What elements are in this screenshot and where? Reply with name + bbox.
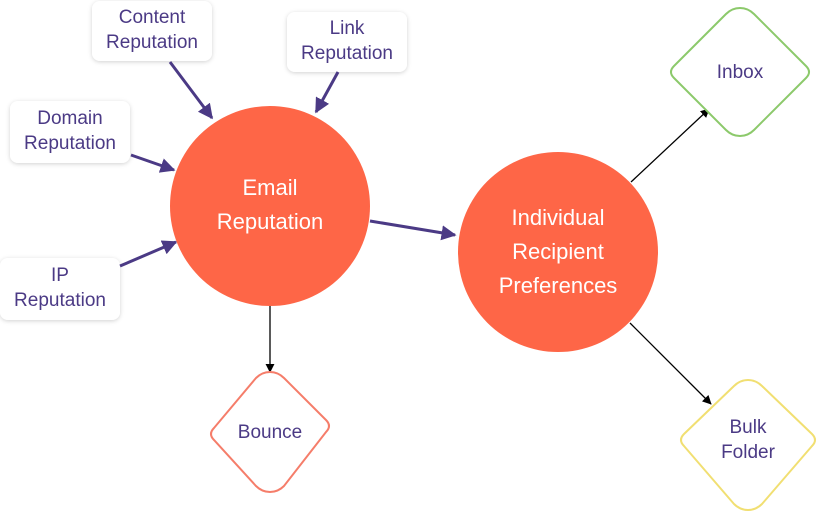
domain-to-email-arrow [130, 153, 176, 173]
domain-reputation-box [10, 101, 130, 163]
individual-preferences-label: Individual Recipient Preferences [498, 204, 618, 299]
bounce-diamond [210, 370, 330, 494]
preferences-to-bulk-arrow [629, 322, 712, 405]
ip-reputation-box [0, 258, 120, 320]
link-reputation-box [287, 12, 407, 72]
ip-to-email-arrow [119, 240, 178, 268]
link-reputation-label: Link Reputation [301, 18, 393, 64]
content-reputation-box [92, 1, 212, 61]
inbox-diamond [670, 6, 810, 138]
individual-preferences-circle [458, 152, 658, 352]
preferences-to-inbox-arrow [630, 108, 710, 183]
link-to-email-arrow [314, 71, 340, 114]
email-to-preferences-arrow [369, 219, 457, 241]
bounce-label: Bounce [237, 421, 303, 443]
domain-reputation-label: Domain Reputation [24, 108, 116, 154]
bulk-folder-diamond [680, 378, 816, 512]
email-reputation-label: Email Reputation [216, 174, 324, 234]
content-reputation-label: Content Reputation [106, 7, 198, 53]
inbox-label: Inbox [716, 61, 764, 83]
email-reputation-circle [170, 106, 370, 306]
ip-reputation-label: IP Reputation [14, 265, 106, 311]
content-to-email-arrow [168, 61, 214, 120]
bulk-folder-label: Bulk Folder [721, 417, 775, 463]
